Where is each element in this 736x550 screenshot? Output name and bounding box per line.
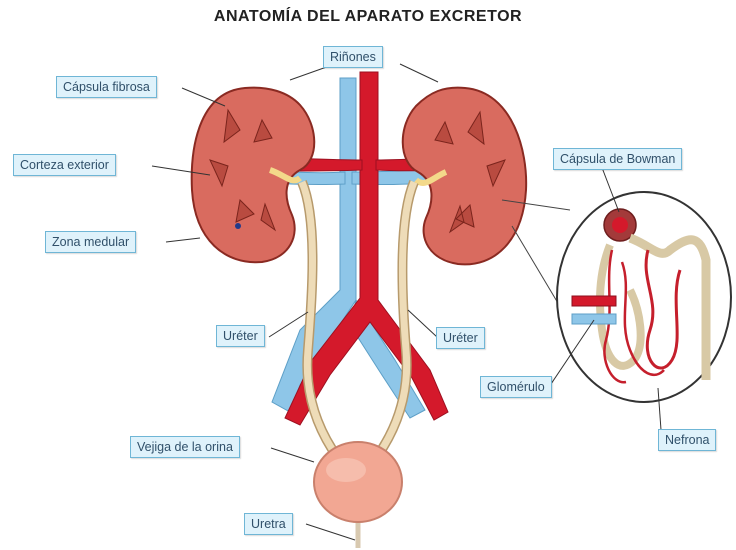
- label-zona-medular: Zona medular: [45, 231, 136, 253]
- label-capsula-bowman: Cápsula de Bowman: [553, 148, 682, 170]
- nephron-inset: [557, 192, 731, 402]
- label-rinones: Riñones: [323, 46, 383, 68]
- bladder: [314, 442, 402, 548]
- label-ureter-right: Uréter: [436, 327, 485, 349]
- label-capsula-fibrosa: Cápsula fibrosa: [56, 76, 157, 98]
- label-ureter-left: Uréter: [216, 325, 265, 347]
- label-glomerulo: Glomérulo: [480, 376, 552, 398]
- label-vejiga: Vejiga de la orina: [130, 436, 240, 458]
- label-uretra: Uretra: [244, 513, 293, 535]
- label-nefrona: Nefrona: [658, 429, 716, 451]
- label-corteza-exterior: Corteza exterior: [13, 154, 116, 176]
